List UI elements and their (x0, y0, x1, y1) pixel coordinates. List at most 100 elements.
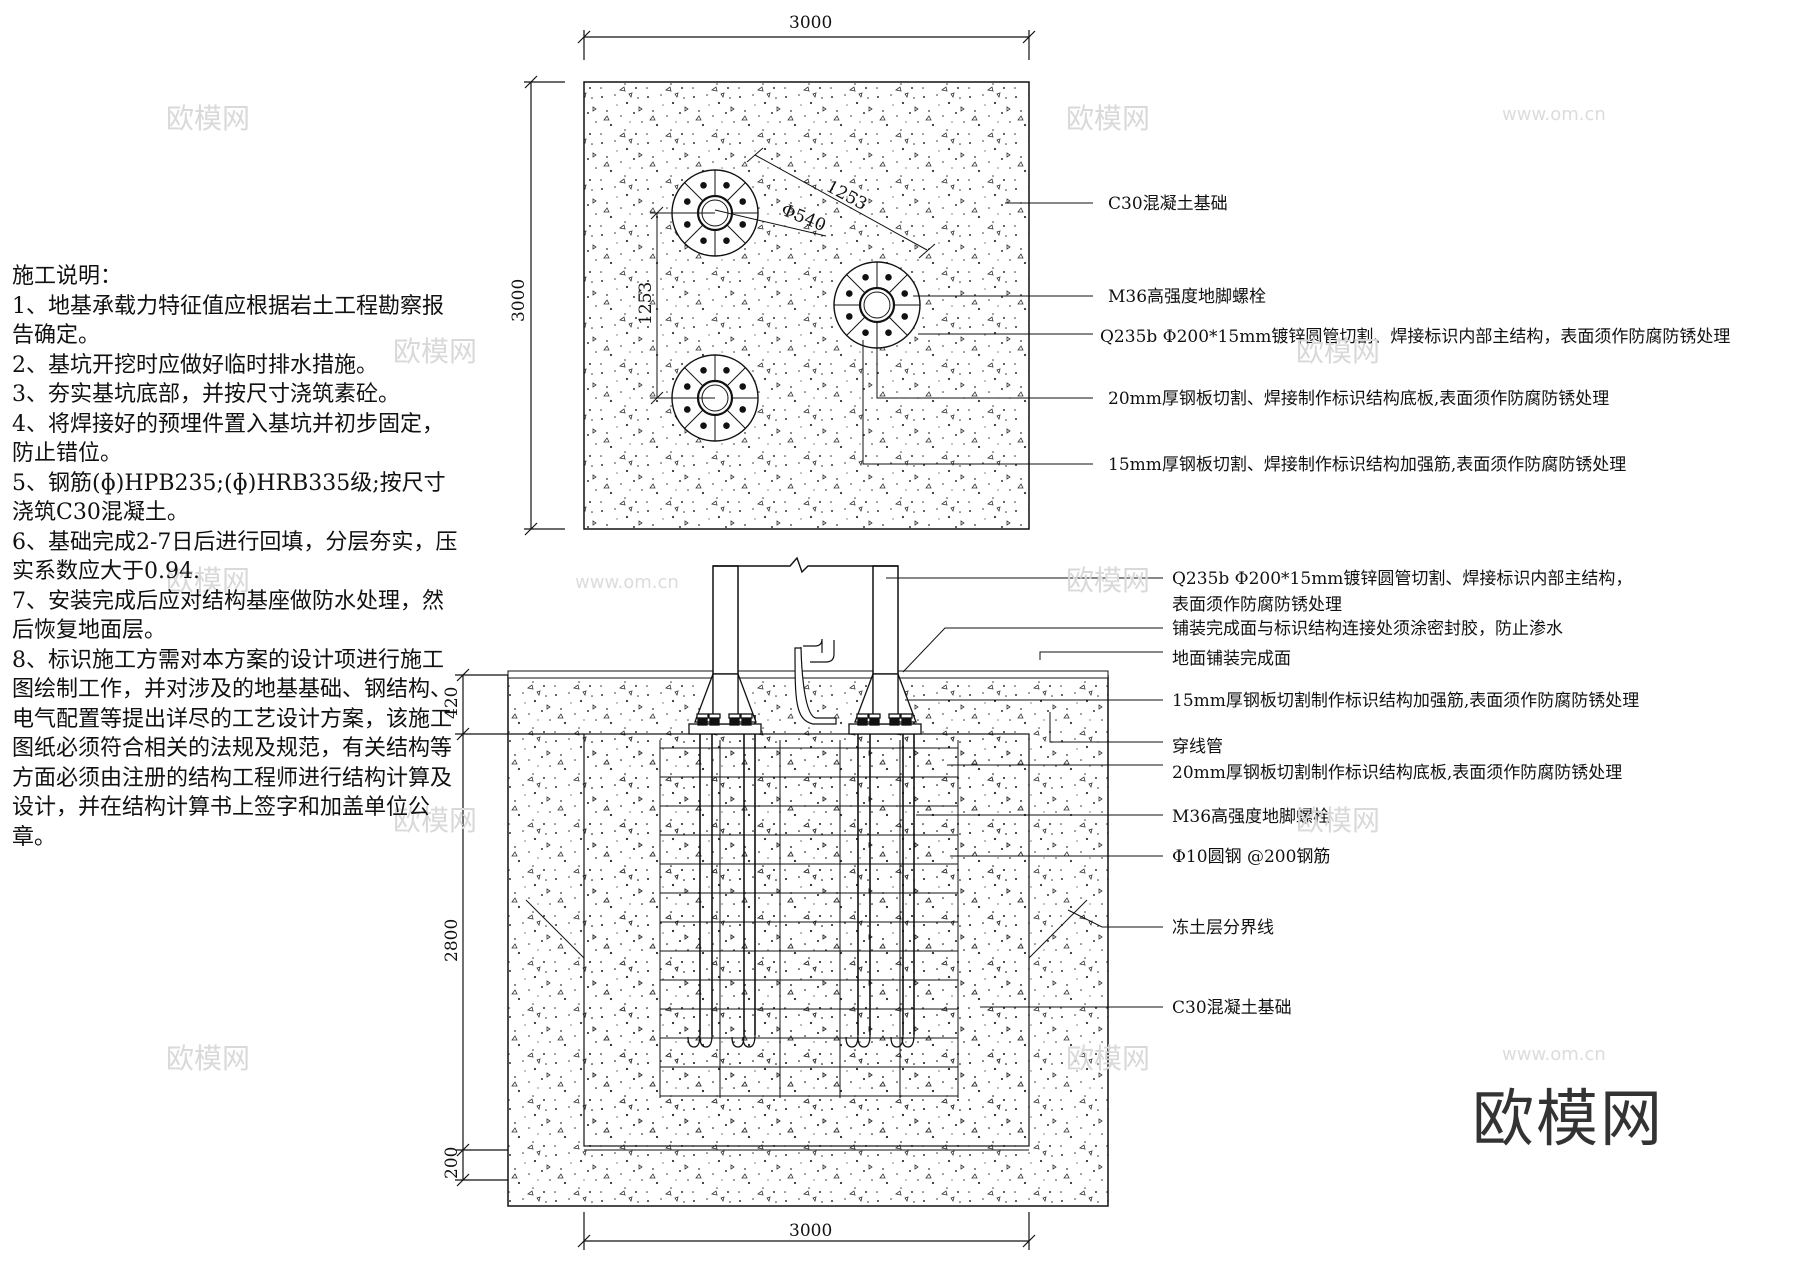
base-assemblies (688, 673, 922, 735)
plan-label-bolt: M36高强度地脚螺栓 (1108, 287, 1266, 307)
watermark-7: 欧模网 (393, 804, 477, 837)
construction-notes: 施工说明： 1、地基承载力特征值应根据岩土工程勘察报告确定。 2、基坑开挖时应做… (12, 262, 462, 852)
section-label-tube-1: Q235b Φ200*15mm镀锌圆管切割、焊接标识内部主结构， (1172, 569, 1632, 589)
frost-line-right (1028, 899, 1088, 959)
section-label-conduit: 穿线管 (1172, 737, 1223, 757)
note-item-3: 3、夯实基坑底部，并按尺寸浇筑素砼。 (12, 382, 400, 407)
watermark-5: 欧模网 (166, 564, 250, 597)
watermark-8: 欧模网 (1296, 804, 1380, 837)
note-item-7: 7、安装完成后应对结构基座做防水处理，然后恢复地面层。 (12, 588, 444, 644)
section-label-tube-2: 表面须作防腐防锈处理 (1172, 595, 1342, 615)
section-label-rebar: Φ10圆钢 @200钢筋 (1172, 847, 1330, 867)
plan-dim-vertical-text: 1253 (636, 282, 656, 325)
section-leaders (886, 577, 1163, 1008)
watermark-6: 欧模网 (1066, 564, 1150, 597)
section-label-baseplate: 20mm厚钢板切割制作标识结构底板,表面须作防腐防锈处理 (1172, 763, 1622, 783)
note-item-8: 8、标识施工方需对本方案的设计项进行施工图绘制工作，并对涉及的地基基础、钢结构、… (12, 647, 453, 850)
anchor-bolt (845, 313, 853, 320)
section-view: 3000 420 2800 200 Q (442, 556, 1639, 1250)
plan-dim-dia-line (714, 209, 827, 237)
section-label-frost: 冻土层分界线 (1172, 918, 1274, 938)
watermark-2: 欧模网 (1066, 102, 1150, 135)
bolt-groups (671, 169, 921, 442)
section-label-sealant: 铺装完成面与标识结构连接处须涂密封胶，防止渗水 (1172, 619, 1563, 639)
section-foundation (583, 733, 1030, 1147)
anchor-bolt (862, 329, 869, 337)
anchor-bolt (885, 329, 892, 337)
plan-dim-diagonal (746, 147, 936, 259)
anchor-bolt (700, 366, 707, 374)
watermark-1: 欧模网 (166, 102, 250, 135)
note-item-6: 6、基础完成2-7日后进行回填，分层夯实，压实系数应大于0.94. (12, 529, 458, 585)
watermark-url-2: www.om.cn (575, 572, 679, 593)
watermark-4: 欧模网 (1296, 335, 1380, 368)
section-label-bolt: M36高强度地脚螺栓 (1172, 807, 1330, 827)
anchor-bolt (723, 422, 730, 430)
section-dim-left (455, 668, 584, 1187)
conduit-pipe (803, 638, 835, 663)
anchor-bolt (683, 198, 691, 205)
anchor-bolt (862, 273, 869, 281)
anchor-bolt (885, 273, 892, 281)
plan-dim-left (524, 75, 565, 536)
anchor-bolt (700, 181, 707, 189)
anchor-bolt (739, 221, 747, 228)
anchor-bolt (723, 366, 730, 374)
plan-dim-top-text: 3000 (789, 13, 832, 33)
plan-label-baseplate: 20mm厚钢板切割、焊接制作标识结构底板,表面须作防腐防锈处理 (1108, 389, 1609, 409)
watermark-url-3: www.om.cn (1502, 1044, 1606, 1065)
plan-dim-left-text: 3000 (509, 279, 529, 322)
brand-logo-text: 欧模网 (1472, 1082, 1664, 1155)
base-assembly-2 (848, 673, 922, 735)
watermark-9: 欧模网 (166, 1042, 250, 1075)
note-item-1: 1、地基承载力特征值应根据岩土工程勘察报告确定。 (12, 293, 444, 349)
break-line (713, 556, 898, 574)
post-left (712, 565, 739, 675)
plan-label-rib: 15mm厚钢板切割、焊接制作标识结构加强筋,表面须作防腐防锈处理 (1108, 455, 1626, 475)
section-dim-2800: 2800 (442, 919, 462, 962)
plan-dim-top (577, 30, 1036, 60)
anchor-bolt (683, 406, 691, 413)
watermark-10: 欧模网 (1066, 1042, 1150, 1075)
anchor-bolt (723, 181, 730, 189)
section-label-rib: 15mm厚钢板切割制作标识结构加强筋,表面须作防腐防锈处理 (1172, 691, 1639, 711)
anchor-bolt (901, 290, 909, 297)
frost-line-left (525, 899, 585, 959)
section-dim-bottom-text: 3000 (789, 1221, 832, 1241)
watermarks: 欧模网 欧模网 www.om.cn 欧模网 欧模网 欧模网 欧模网 www.om… (166, 102, 1606, 1075)
plan-view: 3000 3000 1253 Φ540 1253 (509, 13, 1730, 536)
anchor-bolt (901, 313, 909, 320)
anchor-bolt (845, 290, 853, 297)
post-right (872, 565, 899, 675)
ground-finish-layer (507, 670, 1109, 679)
section-dim-200: 200 (442, 1147, 462, 1179)
watermark-url-1: www.om.cn (1502, 104, 1606, 125)
anchor-bolt (739, 198, 747, 205)
posts (712, 565, 899, 675)
anchor-bolt (700, 237, 707, 245)
section-dim-bottom (577, 1212, 1036, 1250)
anchor-bolt (739, 383, 747, 390)
anchor-bolt (683, 221, 691, 228)
plan-label-tube: Q235b Φ200*15mm镀锌圆管切割、焊接标识内部主结构，表面须作防腐防锈… (1100, 327, 1730, 347)
anchor-bolt (683, 383, 691, 390)
plan-label-concrete: C30混凝土基础 (1108, 194, 1228, 214)
base-assembly-1 (688, 673, 762, 735)
note-item-4: 4、将焊接好的预埋件置入基坑并初步固定，防止错位。 (12, 411, 444, 467)
notes-title: 施工说明： (12, 264, 123, 289)
rebar-cage (659, 715, 959, 1098)
section-dim-420: 420 (442, 687, 462, 719)
plan-concrete-base (583, 81, 1030, 530)
tube-section (858, 286, 896, 324)
section-label-concrete: C30混凝土基础 (1172, 998, 1292, 1018)
plan-leaders (862, 202, 1093, 465)
watermark-3: 欧模网 (393, 335, 477, 368)
plan-dim-vertical (650, 206, 715, 405)
anchor-bolt (723, 237, 730, 245)
anchor-bolt (700, 422, 707, 430)
section-label-finish: 地面铺装完成面 (1172, 649, 1291, 669)
note-item-2: 2、基坑开挖时应做好临时排水措施。 (12, 352, 378, 378)
anchor-bolt (739, 406, 747, 413)
note-item-5: 5、钢筋(ɸ)HPB235;(ɸ)HRB335级;按尺寸浇筑C30混凝土。 (12, 470, 446, 526)
